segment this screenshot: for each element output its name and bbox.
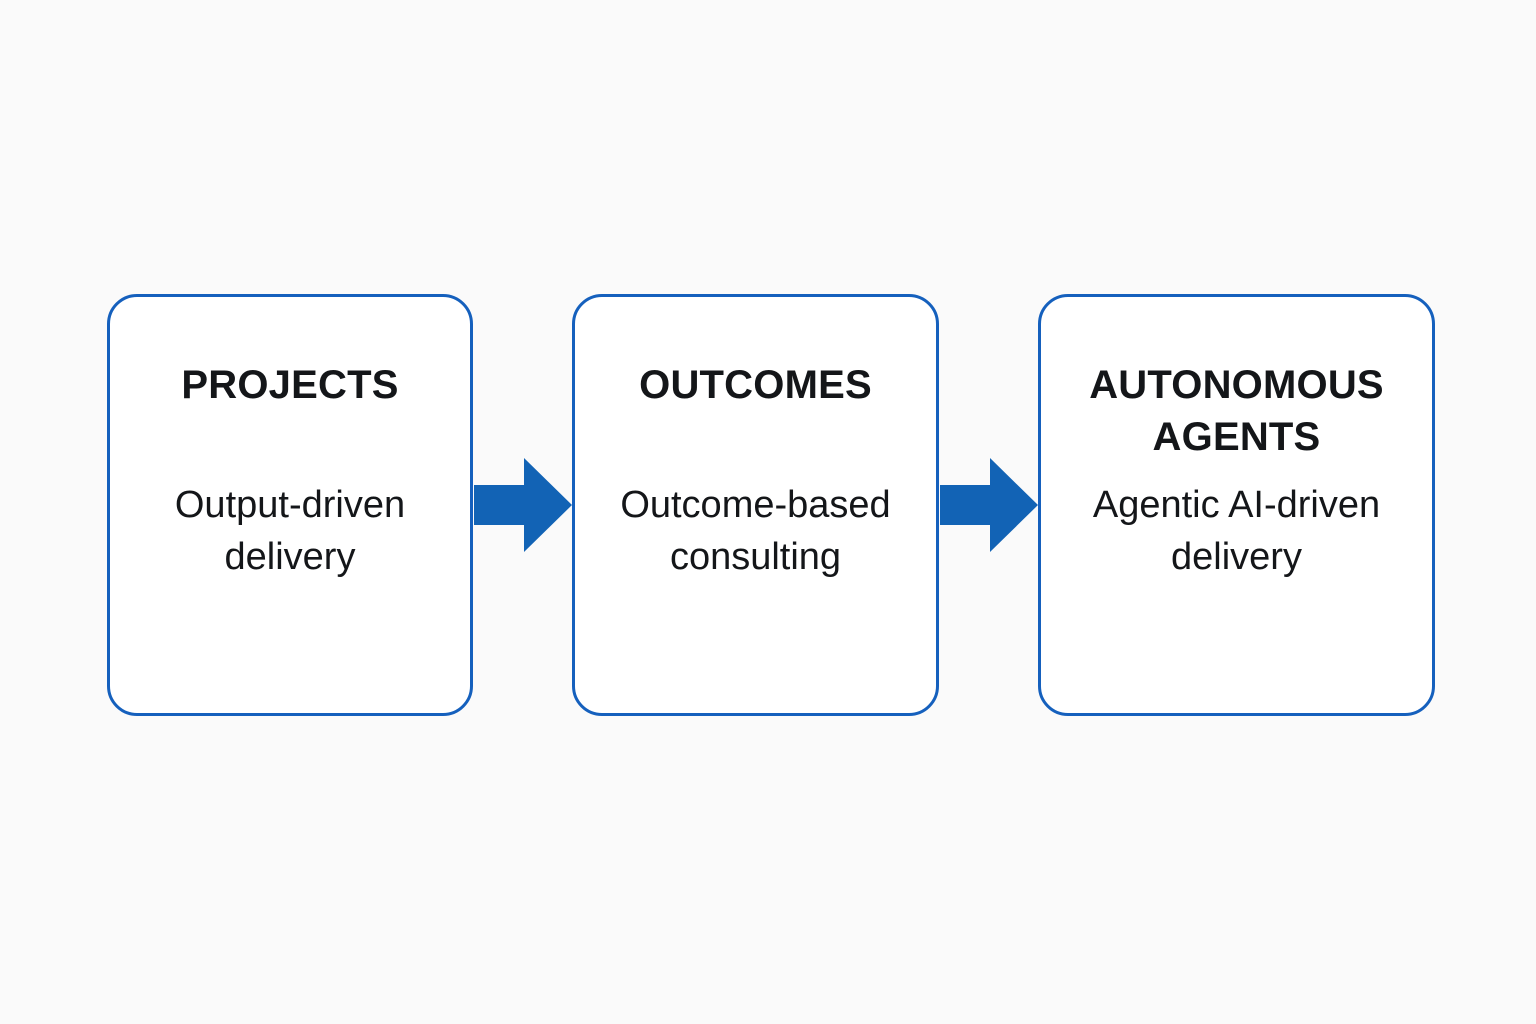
- flow-node-title: OUTCOMES: [639, 363, 872, 407]
- flow-node-projects[interactable]: PROJECTS Output-driven delivery: [107, 294, 473, 716]
- flow-node-description: Output-driven delivery: [174, 484, 406, 578]
- flow-row: PROJECTS Output-driven delivery OUTCOMES…: [107, 294, 1435, 716]
- right-arrow-icon: [939, 458, 1038, 552]
- flow-node-description: Outcome-based consulting: [620, 484, 891, 578]
- flow-connector-outcomes-to-autonomous-agents: [939, 294, 1038, 716]
- flow-node-autonomous-agents[interactable]: AUTONOMOUS AGENTS Agentic AI-driven deli…: [1038, 294, 1435, 716]
- flow-node-outcomes[interactable]: OUTCOMES Outcome-based consulting: [572, 294, 939, 716]
- right-arrow-icon: [473, 458, 572, 552]
- flow-node-title: PROJECTS: [181, 363, 399, 407]
- flow-node-title: AUTONOMOUS AGENTS: [1089, 363, 1384, 459]
- flow-node-description: Agentic AI-driven delivery: [1092, 484, 1381, 578]
- flow-connector-projects-to-outcomes: [473, 294, 572, 716]
